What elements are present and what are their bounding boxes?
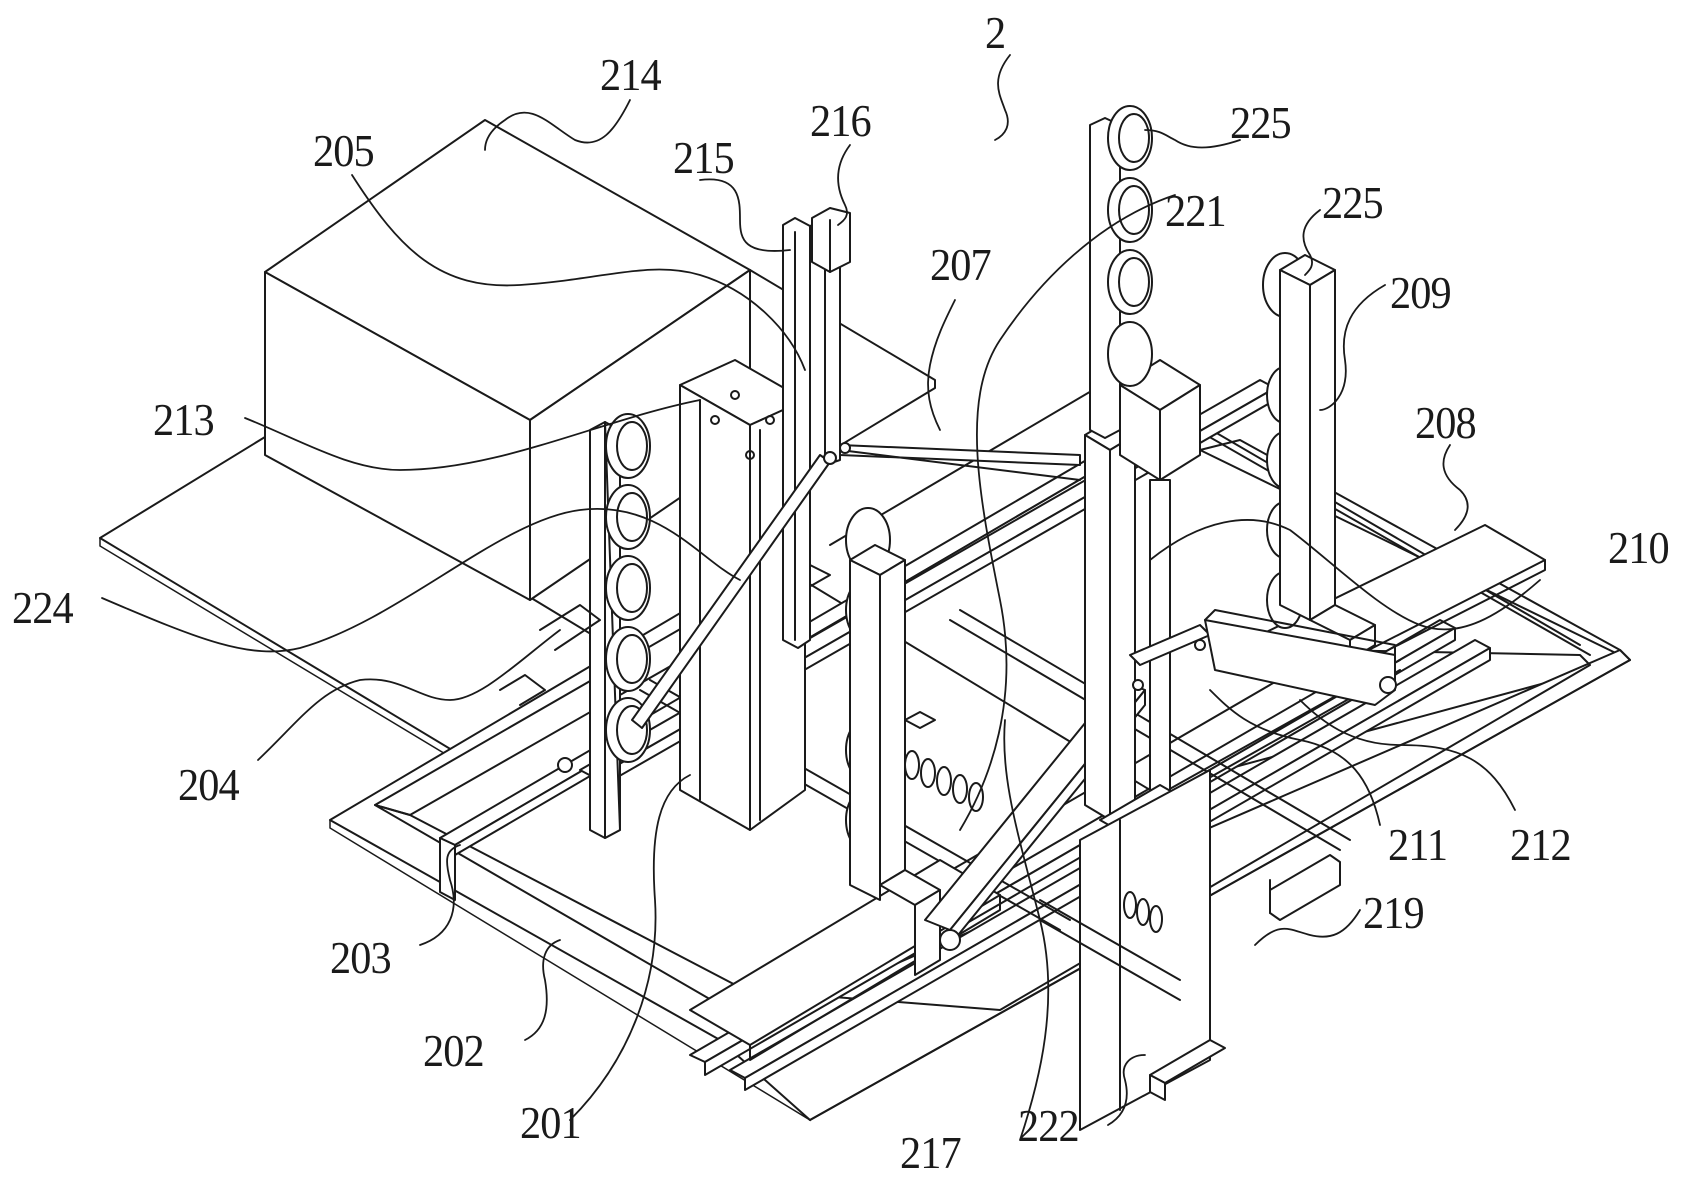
ref-label-225-top: 225 <box>1230 100 1291 146</box>
ref-label-213: 213 <box>153 397 214 443</box>
ref-label-202: 202 <box>423 1028 484 1074</box>
leader-207 <box>928 300 955 430</box>
leader-208 <box>1443 445 1467 530</box>
ref-label-224: 224 <box>12 585 73 631</box>
ref-label-214: 214 <box>600 52 661 98</box>
ref-label-210: 210 <box>1608 525 1669 571</box>
ref-label-221: 221 <box>1165 188 1226 234</box>
ref-label-209: 209 <box>1390 270 1451 316</box>
leader-2 <box>995 55 1010 140</box>
leader-219 <box>1255 910 1360 945</box>
leader-225a <box>1145 130 1240 148</box>
ref-label-225-right: 225 <box>1322 180 1383 226</box>
leader-202 <box>525 940 560 1040</box>
ref-label-219: 219 <box>1363 890 1424 936</box>
ref-label-208: 208 <box>1415 400 1476 446</box>
ref-label-204: 204 <box>178 762 239 808</box>
ref-label-203: 203 <box>330 935 391 981</box>
ref-label-217: 217 <box>900 1130 961 1176</box>
ref-label-205: 205 <box>313 128 374 174</box>
ref-label-215: 215 <box>673 135 734 181</box>
leader-215 <box>700 179 790 251</box>
ref-label-211: 211 <box>1388 822 1447 868</box>
ref-label-207: 207 <box>930 242 991 288</box>
ref-label-212: 212 <box>1510 822 1571 868</box>
ref-label-201: 201 <box>520 1100 581 1146</box>
ref-label-216: 216 <box>810 98 871 144</box>
ref-label-222: 222 <box>1018 1103 1079 1149</box>
ref-label-assembly: 2 <box>985 10 1005 56</box>
